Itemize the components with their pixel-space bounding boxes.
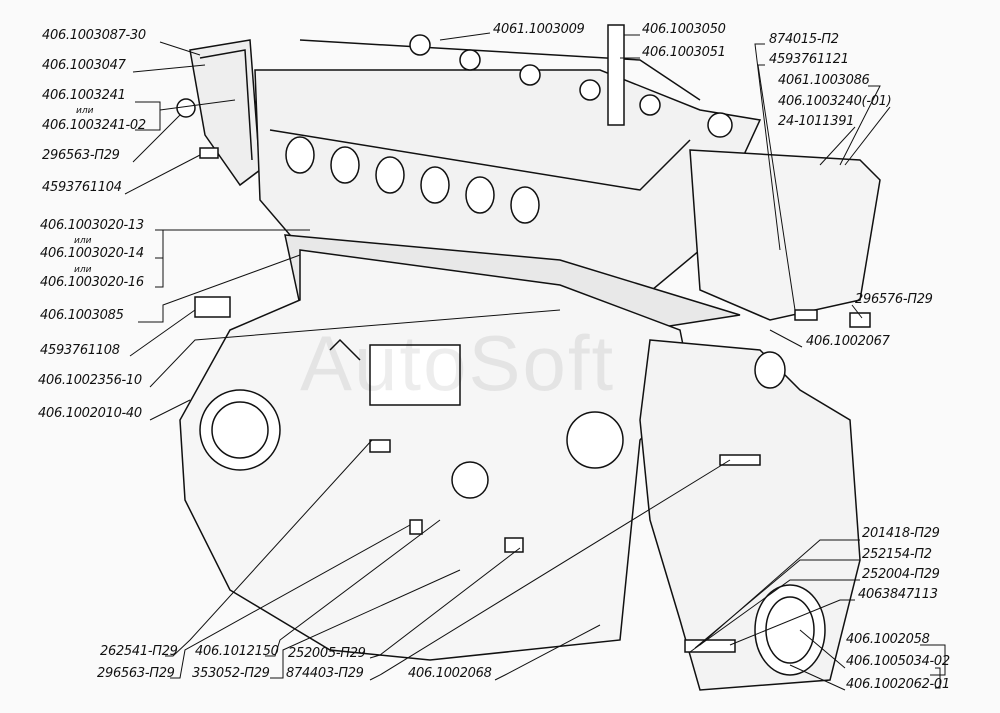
part-label: 252154-П2 xyxy=(862,547,932,562)
part-label: 406.1002010-40 xyxy=(38,406,142,421)
leader-lines xyxy=(124,32,946,691)
watermark: AutoSoft xyxy=(300,319,616,407)
part-label: 406.1003020-14 xyxy=(40,246,144,261)
part-label: 4593761121 xyxy=(769,52,849,67)
part-label: 406.1003020-16 xyxy=(40,275,144,290)
part-label: 4061.1003009 xyxy=(493,22,585,37)
part-label: 4593761108 xyxy=(40,343,120,358)
part-label: 406.1003241-02 xyxy=(42,118,146,133)
part-label: 406.1003047 xyxy=(42,58,126,73)
or-text: или xyxy=(74,236,92,246)
part-label: 4593761104 xyxy=(42,180,122,195)
part-label: 406.1003050 xyxy=(642,22,726,37)
part-label: 406.1003087-30 xyxy=(42,28,146,43)
part-label: 201418-П29 xyxy=(862,526,940,541)
part-label: 4061.1003086 xyxy=(778,73,870,88)
part-label: 406.1002067 xyxy=(806,334,890,349)
part-label: 252004-П29 xyxy=(862,567,940,582)
part-label: 406.1003085 xyxy=(40,308,124,323)
cylinder-block xyxy=(179,249,691,661)
part-label: 296563-П29 xyxy=(97,666,175,681)
cylinder-head xyxy=(254,24,762,301)
part-label: 874015-П2 xyxy=(769,32,839,47)
part-label: 406.1002058 xyxy=(846,632,930,647)
part-label: 406.1003241 xyxy=(42,88,126,103)
part-label: 296576-П29 xyxy=(855,292,933,307)
or-text: или xyxy=(74,265,92,275)
timing-cover xyxy=(639,339,861,691)
or-text: или xyxy=(76,106,94,116)
part-label: 262541-П29 xyxy=(100,644,178,659)
part-label: 4063847113 xyxy=(858,587,938,602)
part-label: 296563-П29 xyxy=(42,148,120,163)
part-label: 353052-П29 xyxy=(192,666,270,681)
small-parts xyxy=(176,98,871,653)
part-label: 406.1012150 xyxy=(195,644,279,659)
valve-cover-gasket xyxy=(189,39,261,187)
part-label: 406.1002068 xyxy=(408,666,492,681)
part-label: 406.1002062-01 xyxy=(846,677,950,692)
part-label: 406.1005034-02 xyxy=(846,654,950,669)
part-label: 406.1003240(-01) xyxy=(778,94,892,109)
part-label: 874403-П29 xyxy=(286,666,364,681)
rear-cover xyxy=(689,149,881,321)
part-label: 252005-П29 xyxy=(288,646,366,661)
part-label: 406.1003051 xyxy=(642,45,726,60)
part-label: 406.1003020-13 xyxy=(40,218,144,233)
part-label: 24-1011391 xyxy=(778,114,855,129)
part-label: 406.1002356-10 xyxy=(38,373,142,388)
